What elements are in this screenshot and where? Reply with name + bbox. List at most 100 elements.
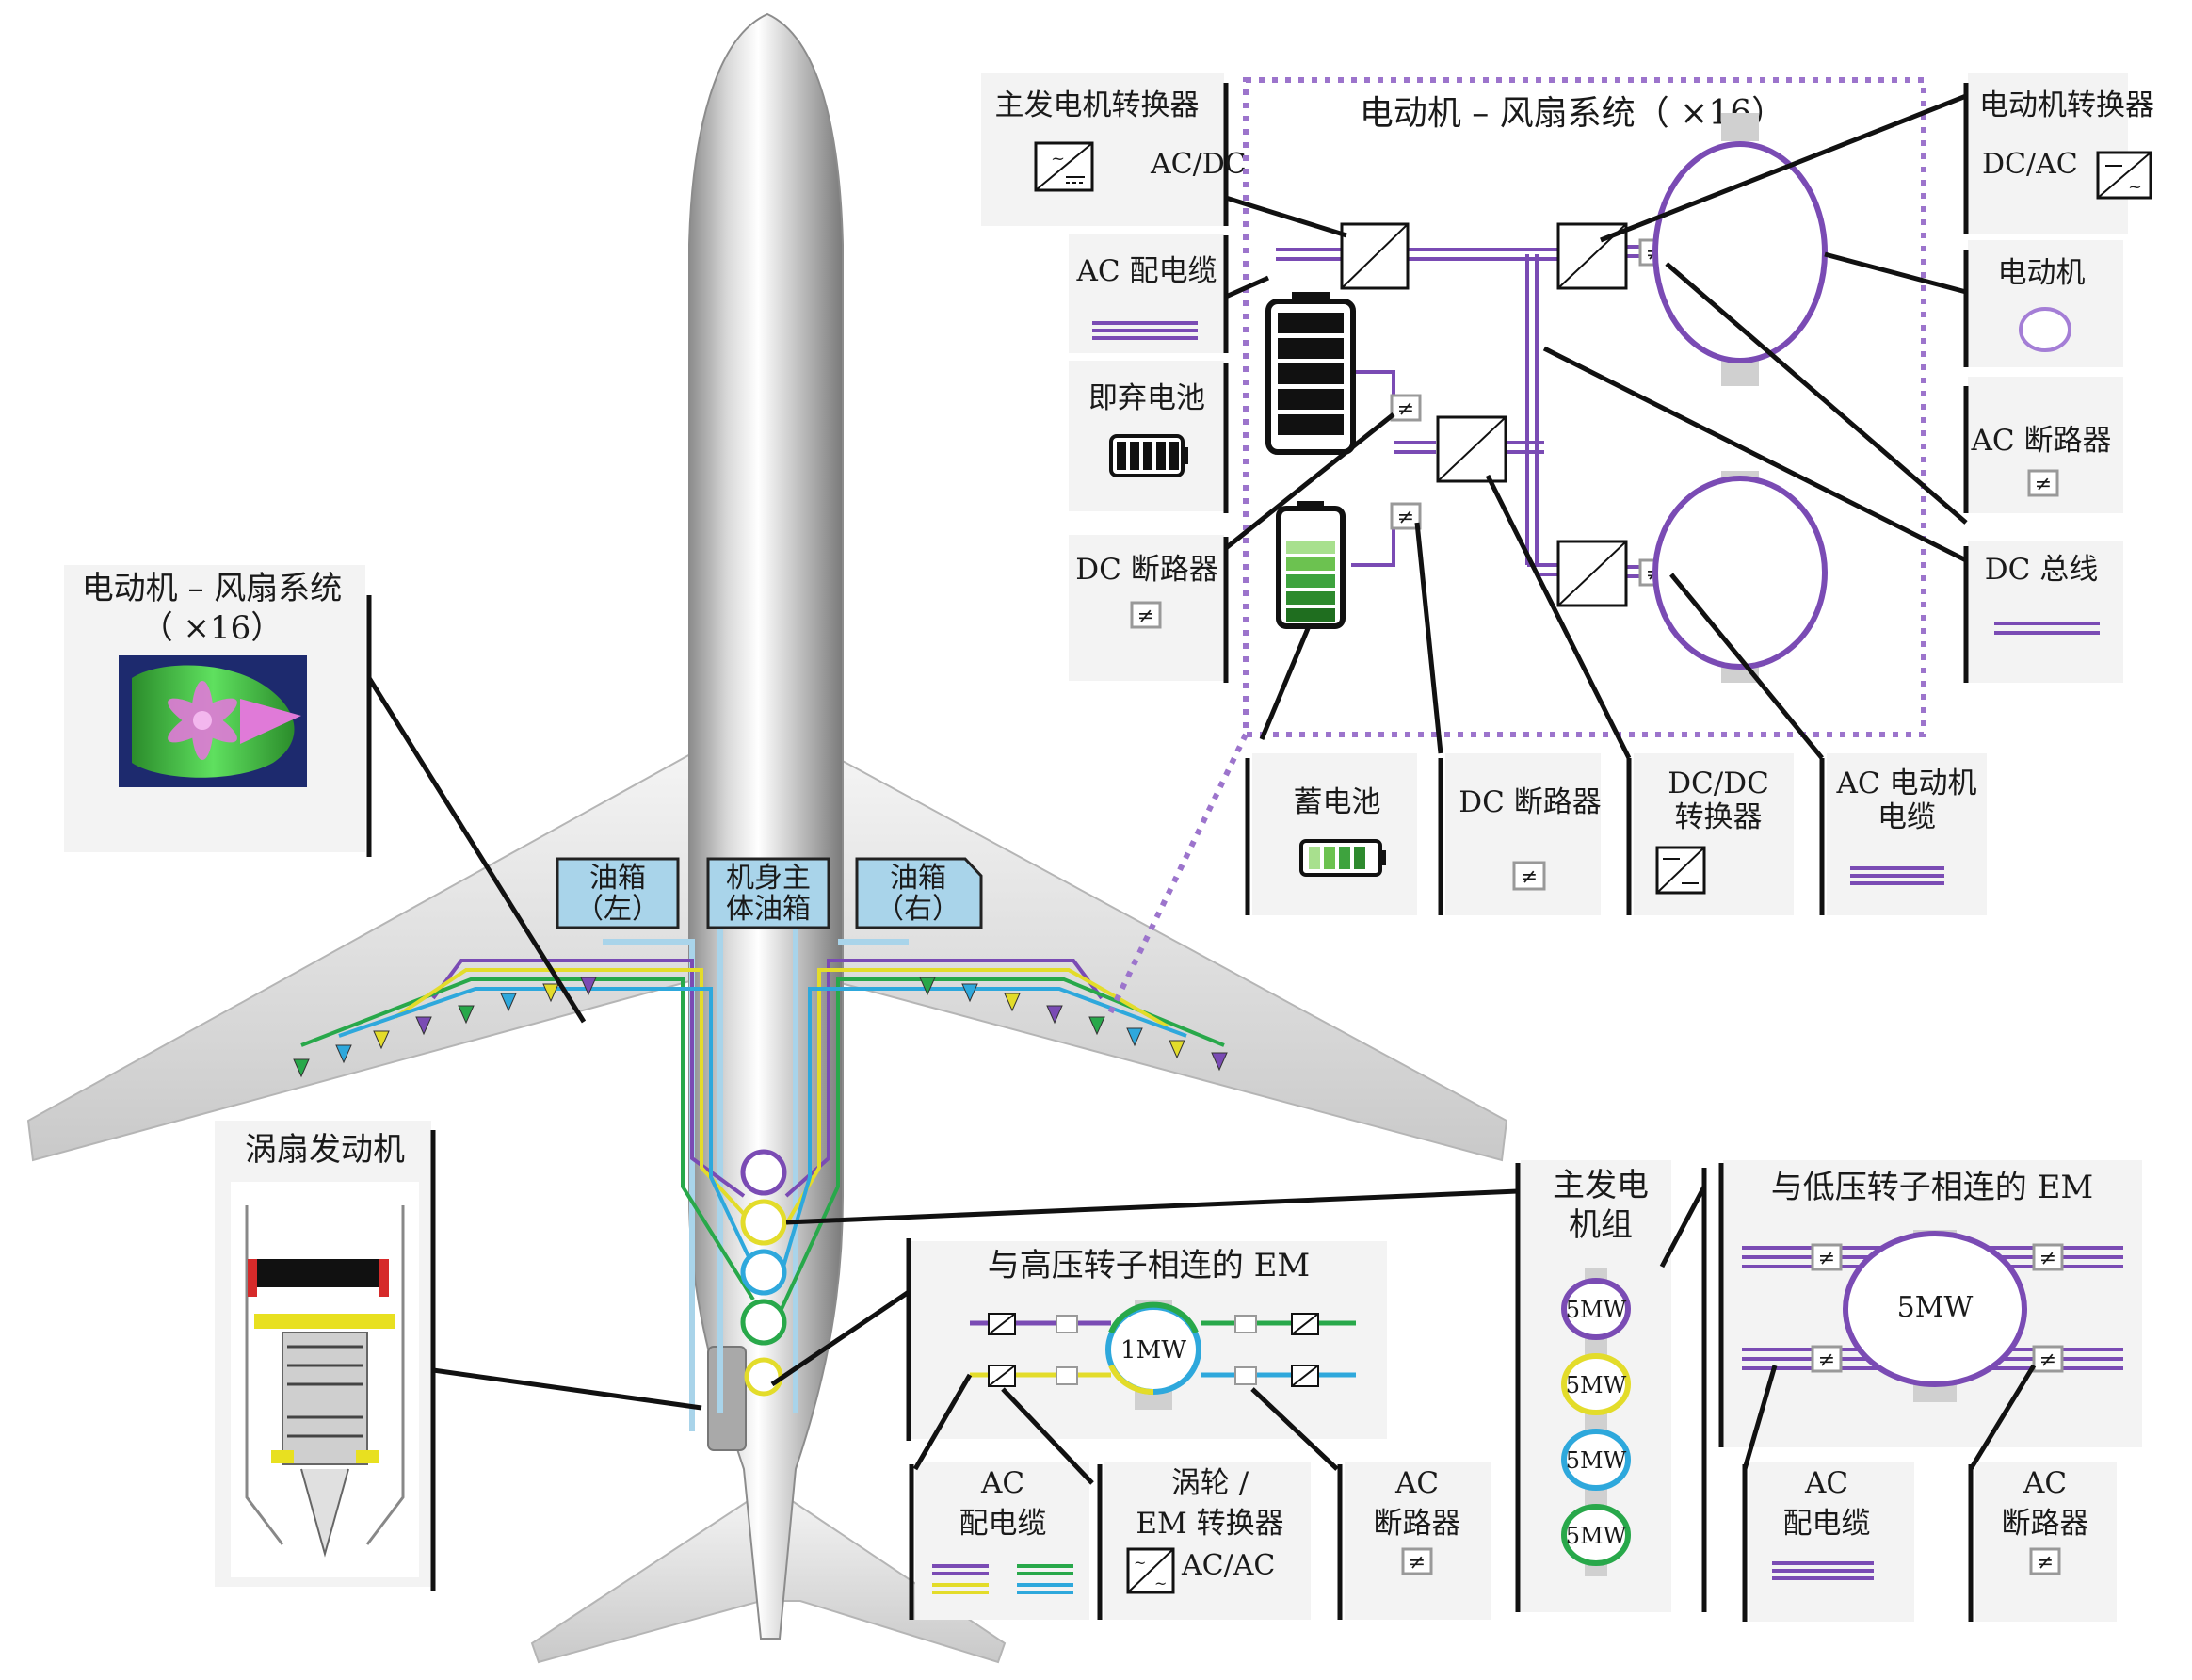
main-gen-unit-ring	[1561, 1353, 1631, 1415]
motor-title: 电动机	[1998, 256, 2086, 290]
svg-text:≠: ≠	[1409, 1551, 1426, 1575]
hp-em-leader	[770, 1289, 911, 1387]
battery-icon	[1109, 434, 1188, 477]
detail-panel-left: 主发电机转换器 ~ AC/DC AC 配电缆 即弃电池	[981, 73, 1247, 683]
lp-em-panel: 与低压转子相连的 EM ≠ ≠ ≠ ≠ 5MW	[1718, 1160, 2142, 1447]
main-gen-unit-ring	[1561, 1278, 1631, 1340]
hp-ac-breaker-title-line1: AC	[1394, 1466, 1439, 1500]
converter-icon: ~	[1034, 141, 1094, 192]
ac-motor-cable-title-line2: 电缆	[1878, 800, 1936, 834]
lp-em-title: 与低压转子相连的 EM	[1771, 1169, 2093, 1206]
svg-text:≠: ≠	[1818, 1247, 1835, 1270]
detail-panel-bottom: 蓄电池 DC 断路器 ≠ DC/DC 转换器 AC 电动机 电缆	[1245, 753, 1987, 915]
fuel-tank-left-line1: 油箱	[589, 862, 646, 895]
hp-ac-cable-title-line2: 配电缆	[959, 1507, 1047, 1541]
fuel-tank-right-line1: 油箱	[890, 862, 946, 895]
main-gen-title-line1: 主发电	[1553, 1167, 1649, 1204]
wing-fan-stub	[1088, 1016, 1105, 1036]
wing-fan-stub	[1046, 1005, 1063, 1025]
wing-fan-stub	[415, 1016, 432, 1036]
fan-system-panel: 电动机 – 风扇系统 （ ×16）	[64, 565, 372, 857]
detail-motor-lower	[1652, 471, 1828, 683]
wing-fan-stubs	[293, 977, 1228, 1078]
cable-icon	[1994, 622, 2100, 635]
detail-battery	[1276, 501, 1346, 629]
turbofan-leader	[432, 1367, 702, 1411]
main-gen-leader	[785, 1188, 1519, 1225]
ac-cable-title: AC 配电缆	[1076, 254, 1217, 288]
turbofan-title: 涡扇发动机	[245, 1131, 405, 1169]
svg-text:≠: ≠	[2037, 1551, 2054, 1575]
main-gen-unit-ring	[1561, 1429, 1631, 1491]
lp-ac-cable-title-line2: 配电缆	[1783, 1507, 1871, 1541]
lp-ac-breaker-title-line2: 断路器	[2002, 1507, 2089, 1541]
main-gen-title-line2: 机组	[1569, 1206, 1633, 1244]
fuselage-generators	[740, 1149, 787, 1397]
svg-text:≠: ≠	[1397, 397, 1414, 421]
svg-text:≠: ≠	[1137, 605, 1154, 628]
hp-ac-cable-title-line1: AC	[980, 1466, 1024, 1500]
motor-converter-value: DC/AC	[1982, 148, 2078, 181]
wing-fan-stub	[542, 983, 559, 1003]
battery-icon	[1299, 839, 1386, 877]
wing-fan-stub	[373, 1030, 390, 1050]
svg-text:~: ~	[2128, 177, 2142, 197]
detail-motor-upper	[1652, 113, 1828, 386]
wing-fan-stub	[580, 977, 597, 996]
detail-panel-right: 电动机转换器 DC/AC ~ 电动机 AC 断路器 ≠ DC 总线	[1963, 73, 2154, 683]
fuselage	[688, 12, 844, 1640]
wing-fan-stub	[1211, 1052, 1228, 1072]
main-gen-unit-rating: 5MW	[1566, 1297, 1627, 1323]
wing-fan-stub	[1126, 1027, 1143, 1047]
dcdc-title-line2: 转换器	[1675, 800, 1763, 834]
breaker-icon: ≠	[2027, 469, 2059, 497]
lp-em-rating: 5MW	[1897, 1291, 1974, 1324]
breaker-icon: ≠	[1130, 601, 1162, 629]
detail-circuit: ≠ ≠ ≠ ≠	[1224, 93, 1968, 760]
turbofan-section-icon	[231, 1182, 419, 1577]
svg-text:~: ~	[1154, 1575, 1167, 1592]
ac-motor-cable-title-line1: AC 电动机	[1836, 767, 1977, 800]
breaker-icon: ≠	[1401, 1547, 1433, 1575]
fuel-tank-center-line1: 机身主	[726, 862, 811, 895]
detail-disposable-battery	[1265, 292, 1356, 455]
converter-icon: ~ ~	[1126, 1547, 1175, 1594]
svg-text:≠: ≠	[2039, 1349, 2056, 1372]
main-gen-converter-title: 主发电机转换器	[995, 89, 1200, 122]
wing-fan-stub	[293, 1058, 310, 1078]
fan-system-count: （ ×16）	[141, 609, 283, 647]
fuel-tank-left-line2: （左）	[575, 893, 660, 926]
ac-breaker-title: AC 断路器	[1971, 424, 2112, 458]
hp-em-panel: 与高压转子相连的 EM 1MW	[906, 1238, 1387, 1441]
main-gen-unit-rating: 5MW	[1566, 1523, 1627, 1549]
svg-text:≠: ≠	[1397, 506, 1414, 529]
lp-em-motor	[1843, 1231, 2027, 1387]
turbine-converter-title-line2: EM 转换器	[1136, 1507, 1283, 1541]
main-gen-unit-ring	[1561, 1504, 1631, 1566]
dc-breaker-title: DC 断路器	[1075, 553, 1217, 587]
wing-fan-stub	[500, 993, 517, 1012]
fuel-tank-left: 油箱 （左）	[556, 857, 680, 929]
disposable-battery-title: 即弃电池	[1088, 381, 1205, 415]
fan-render-icon	[119, 655, 307, 787]
wing-fan-stub	[335, 1044, 352, 1064]
wing-fan-stub	[961, 983, 978, 1003]
main-gen-unit-rating: 5MW	[1566, 1447, 1627, 1474]
converter-icon	[1655, 846, 1706, 895]
detail-title: 电动机 – 风扇系统（ ×16）	[1360, 94, 1785, 133]
hp-em-title: 与高压转子相连的 EM	[988, 1247, 1310, 1284]
detail-dashed-border	[1243, 77, 1926, 737]
wing-cables	[300, 959, 1225, 1310]
generator-circle-blue	[740, 1249, 787, 1296]
breaker-icon: ≠	[2029, 1547, 2061, 1575]
fuel-tank-center: 机身主 体油箱	[706, 857, 830, 929]
fuel-tank-right-line2: （右）	[876, 893, 960, 926]
breaker-icon: ≠	[1512, 861, 1546, 891]
wing-fan-stub	[919, 977, 936, 996]
detail-breaker-1	[1390, 394, 1422, 422]
generator-circle-hp	[744, 1357, 783, 1397]
turbine-converter-value: AC/AC	[1181, 1549, 1275, 1582]
